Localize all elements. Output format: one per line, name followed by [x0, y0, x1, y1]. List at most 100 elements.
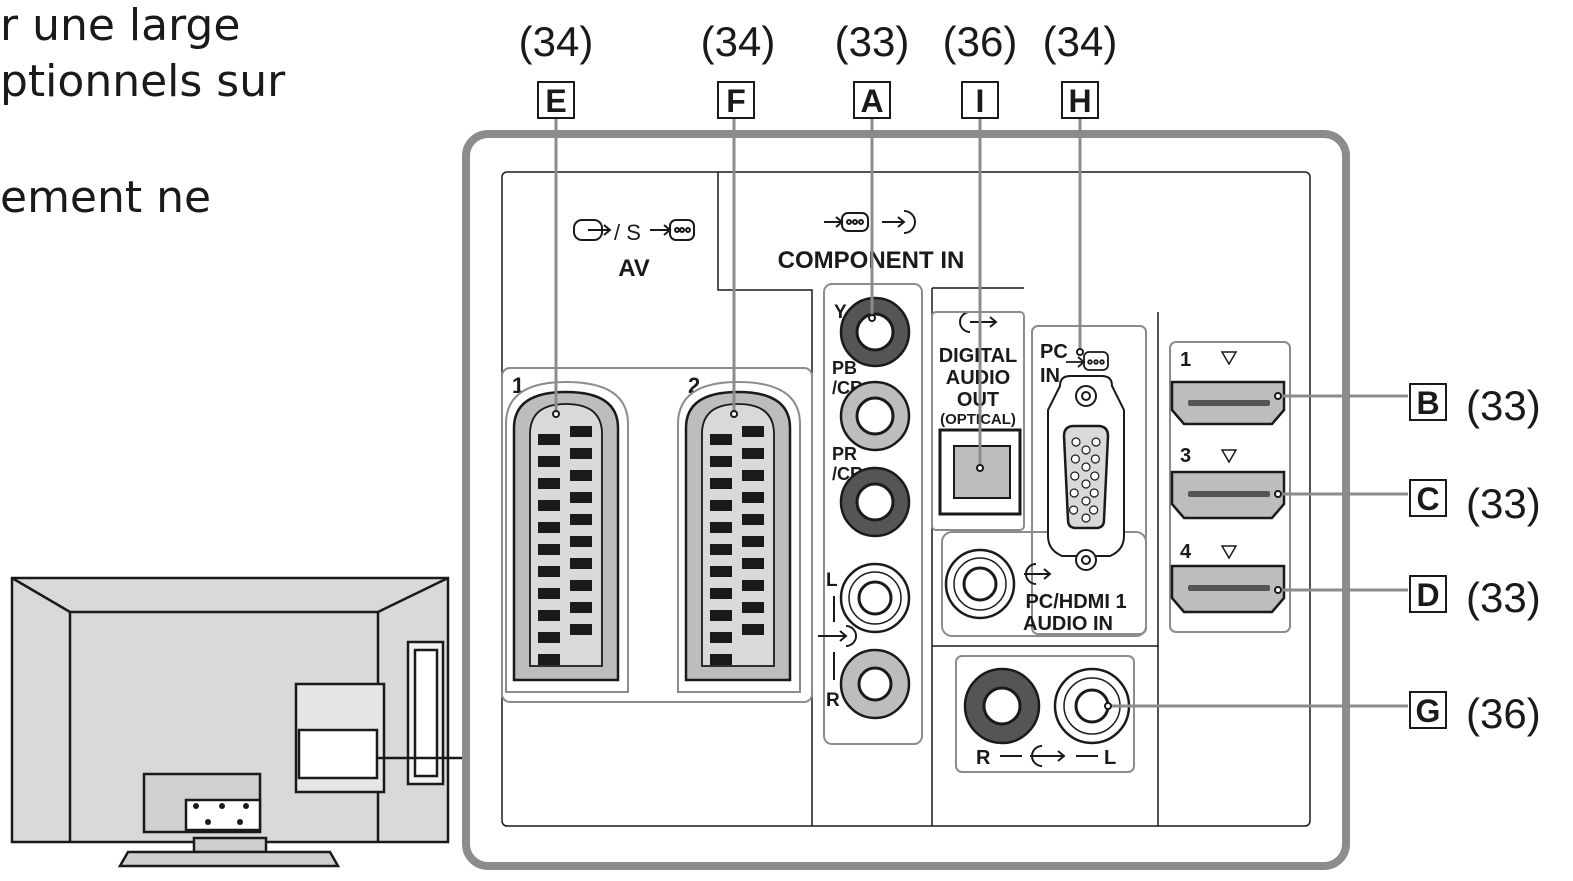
vga-pin — [1070, 471, 1080, 481]
component-symbol-icon — [824, 210, 916, 234]
scart-pin — [742, 470, 764, 481]
jack-out-r[interactable] — [963, 667, 1041, 745]
vga-pin — [1081, 462, 1091, 472]
out-label: OUT — [957, 389, 999, 411]
rl-out-arrow-icon — [1000, 745, 1098, 767]
scart-pin — [742, 624, 764, 635]
digital-audio-section: DIGITAL AUDIO OUT (OPTICAL) — [931, 311, 1025, 531]
callout-e-letter: E — [545, 83, 566, 119]
scart-pin — [538, 522, 560, 533]
vga-pin — [1090, 454, 1101, 464]
intro-line-3: ement ne — [0, 172, 212, 223]
jack-y[interactable] — [839, 296, 911, 368]
scart-pin — [538, 456, 560, 467]
vga-pin — [1081, 445, 1091, 455]
audio-out-rl-section: R L — [955, 655, 1135, 773]
hdmi-port-3[interactable] — [1170, 470, 1286, 520]
scart-pin — [538, 478, 560, 489]
scart-pin — [742, 448, 764, 459]
callout-f-letter: F — [726, 83, 746, 119]
callout-e-page: (34) — [519, 18, 594, 65]
scart-pin — [538, 434, 560, 445]
scart-pin — [538, 588, 560, 599]
callout-a-letter: A — [860, 83, 883, 119]
scart-pin — [710, 588, 732, 599]
out-l-label: L — [1104, 747, 1116, 769]
intro-line-2: ptionnels sur — [0, 56, 286, 107]
callout-b-letter: B — [1416, 385, 1439, 421]
hdmi-port-4[interactable] — [1170, 564, 1286, 614]
callout-leader-dots — [552, 314, 1282, 710]
scart-pin — [710, 478, 732, 489]
callout-c-page: (33) — [1466, 480, 1541, 527]
audio-in-arrow-icon — [818, 596, 857, 680]
scart-pin — [742, 514, 764, 525]
scart-pin — [710, 544, 732, 555]
callout-b-page: (33) — [1466, 382, 1541, 429]
hdmi-1-number: 1 — [1180, 349, 1191, 371]
pc-symbol-icon — [1066, 351, 1109, 371]
vga-pin — [1088, 505, 1099, 515]
scart-pin — [710, 522, 732, 533]
hdmi-4-number: 4 — [1180, 541, 1192, 563]
scart-pin — [570, 514, 592, 525]
out-r-label: R — [976, 747, 991, 769]
label-audio-r: R — [826, 690, 840, 711]
optical-label: (OPTICAL) — [940, 411, 1016, 428]
scart-1-connector[interactable] — [505, 380, 629, 693]
vga-port[interactable] — [1047, 375, 1125, 571]
jack-out-l[interactable] — [1053, 667, 1131, 745]
jack-pb-cb[interactable] — [839, 380, 911, 452]
scart-pin — [570, 558, 592, 569]
callout-a-page: (33) — [835, 18, 910, 65]
panel-frame-outer — [462, 130, 1350, 870]
jack-pr-cr[interactable] — [839, 466, 911, 538]
av-section: / S AV 1 2 — [501, 219, 813, 703]
audio-label: AUDIO — [946, 367, 1010, 389]
scart-pin — [538, 654, 560, 665]
pc-in-section: PC IN PC/HDMI 1 AUDIO IN — [941, 325, 1147, 637]
label-pb: PB — [832, 358, 857, 378]
jack-audio-l[interactable] — [839, 562, 911, 634]
audio-out-symbol-icon — [959, 311, 998, 333]
scart-pin — [742, 580, 764, 591]
scart-pin — [710, 500, 732, 511]
vga-pin — [1070, 454, 1081, 464]
scart-pin — [710, 434, 732, 445]
callout-i-page: (36) — [943, 18, 1018, 65]
pc-label: PC — [1040, 341, 1068, 363]
callout-a: (33) A — [835, 18, 910, 119]
vga-pin — [1091, 437, 1101, 447]
digital-label: DIGITAL — [939, 345, 1018, 367]
scart-pin — [538, 632, 560, 643]
scart-pin — [570, 426, 592, 437]
jack-audio-r[interactable] — [839, 648, 911, 720]
hdmi-port-1[interactable] — [1170, 380, 1286, 426]
jack-pc-audio[interactable] — [944, 548, 1016, 620]
pc-hdmi-audio-label-2: AUDIO IN — [1023, 613, 1113, 635]
hdmi-section: 1 3 4 — [1169, 341, 1291, 633]
scart-pin — [742, 536, 764, 547]
pc-hdmi-audio-label-1: PC/HDMI 1 — [1025, 591, 1126, 613]
tv-rear-illustration — [10, 576, 450, 868]
scart-pin — [570, 580, 592, 591]
vga-pin — [1081, 496, 1091, 506]
callout-leaders — [554, 118, 1408, 708]
callout-e: (34) E — [519, 18, 594, 119]
callout-c: C (33) — [1409, 479, 1541, 527]
callout-i: (36) I — [943, 18, 1018, 119]
callout-i-letter: I — [976, 83, 985, 119]
label-pr: PR — [832, 444, 857, 464]
scart-pin — [710, 566, 732, 577]
vga-pin — [1069, 488, 1079, 498]
vga-pin — [1089, 488, 1099, 498]
vga-pin — [1071, 437, 1081, 447]
scart-pin — [570, 602, 592, 613]
callout-h: (34) H — [1043, 18, 1117, 119]
callout-g-letter: G — [1416, 693, 1441, 729]
callout-f: (34) F — [701, 18, 775, 119]
scart-pin — [710, 632, 732, 643]
scart-2-connector[interactable] — [677, 380, 801, 693]
vga-pin — [1068, 505, 1079, 515]
